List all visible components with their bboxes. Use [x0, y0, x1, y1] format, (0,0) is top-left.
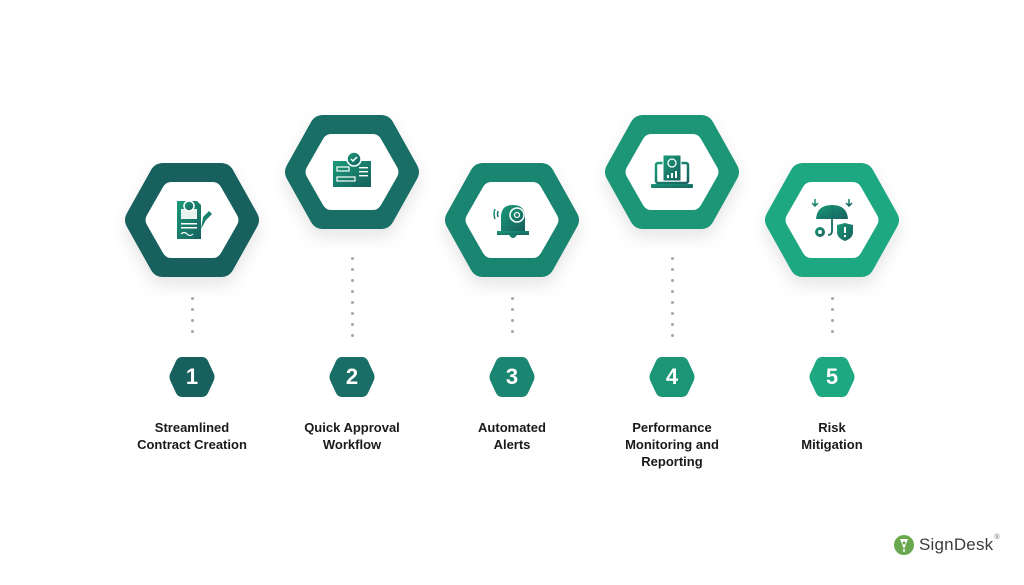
contract-document-gear-pen-icon	[177, 200, 212, 239]
step-4-number: 4	[665, 364, 679, 389]
step-2-label-line: Quick Approval	[304, 420, 400, 435]
step-5-label-line: Risk	[818, 420, 846, 435]
step-4-label-line: Reporting	[641, 454, 703, 469]
step-5-connector	[831, 297, 835, 341]
alert-bell-gear-icon	[493, 205, 529, 238]
step-5-label-line: Mitigation	[801, 437, 863, 452]
approval-workflow-board-check-icon	[333, 151, 371, 187]
step-1-number: 1	[185, 364, 199, 389]
step-2-label-line: Workflow	[322, 437, 382, 452]
step-4-label-line: Monitoring and	[625, 437, 719, 452]
step-2-label: Quick Approval Workflow	[272, 419, 432, 453]
step-3-label-line: Automated	[478, 420, 546, 435]
signdesk-logo: SignDesk ®	[893, 533, 1000, 557]
step-5-hexagon	[763, 159, 901, 281]
step-2-number: 2	[345, 364, 359, 389]
step-2-connector	[351, 257, 355, 345]
umbrella-shield-gear-icon	[811, 199, 853, 241]
step-3-label-line: Alerts	[493, 437, 531, 452]
step-4-label-line: Performance	[632, 420, 712, 435]
step-1-connector	[191, 297, 195, 341]
step-3-connector	[511, 297, 515, 341]
step-2-number-badge: 2	[329, 356, 375, 398]
registered-mark: ®	[994, 533, 1000, 541]
step-4-number-badge: 4	[649, 356, 695, 398]
step-3-hexagon	[443, 159, 581, 281]
laptop-report-chart-icon	[651, 154, 693, 188]
step-4-label: Performance Monitoring and Reporting	[592, 419, 752, 470]
step-3-number: 3	[505, 364, 519, 389]
step-5-number: 5	[825, 364, 839, 389]
step-1-number-badge: 1	[169, 356, 215, 398]
step-1-label-line: Streamlined	[154, 420, 230, 435]
step-5-number-badge: 5	[809, 356, 855, 398]
brand-name: SignDesk	[919, 535, 994, 554]
step-1-label: Streamlined Contract Creation	[112, 419, 272, 453]
signdesk-pen-nib-icon	[894, 535, 914, 555]
step-3-label: Automated Alerts	[432, 419, 592, 453]
step-4-connector	[671, 257, 675, 345]
step-4-hexagon	[603, 111, 741, 233]
step-1-hexagon	[123, 159, 261, 281]
step-2-hexagon	[283, 111, 421, 233]
step-1-label-line: Contract Creation	[137, 437, 247, 452]
step-5-label: Risk Mitigation	[752, 419, 912, 453]
step-3-number-badge: 3	[489, 356, 535, 398]
